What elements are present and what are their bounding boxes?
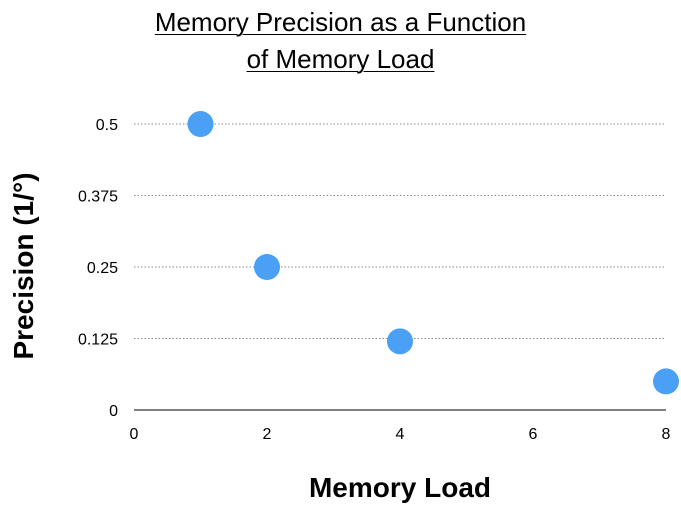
data-point (187, 111, 214, 137)
y-tick-labels: 0 0.125 0.25 0.375 0.5 (78, 117, 118, 420)
x-tick-label: 4 (396, 426, 405, 443)
data-point (387, 328, 413, 355)
x-tick-label: 2 (263, 426, 272, 443)
data-point (653, 368, 679, 395)
chart-title-line-2: of Memory Load (246, 44, 435, 74)
x-tick-label: 6 (529, 426, 538, 443)
chart-title-line-1: Memory Precision as a Function (154, 7, 527, 37)
x-tick-label: 0 (130, 426, 139, 443)
data-point (254, 254, 280, 280)
gridlines (134, 123, 666, 339)
y-tick-label: 0 (109, 403, 118, 420)
x-axis-label: Memory Load (308, 472, 492, 503)
y-tick-label: 0.5 (96, 117, 118, 134)
y-tick-label: 0.25 (87, 260, 118, 277)
y-axis-label: Precision (1/°) (8, 172, 39, 360)
x-tick-labels: 0 2 4 6 8 (130, 426, 671, 443)
y-tick-label: 0.375 (78, 189, 118, 206)
data-points (187, 111, 679, 395)
x-tick-label: 8 (662, 426, 671, 443)
y-tick-label: 0.125 (78, 332, 118, 349)
